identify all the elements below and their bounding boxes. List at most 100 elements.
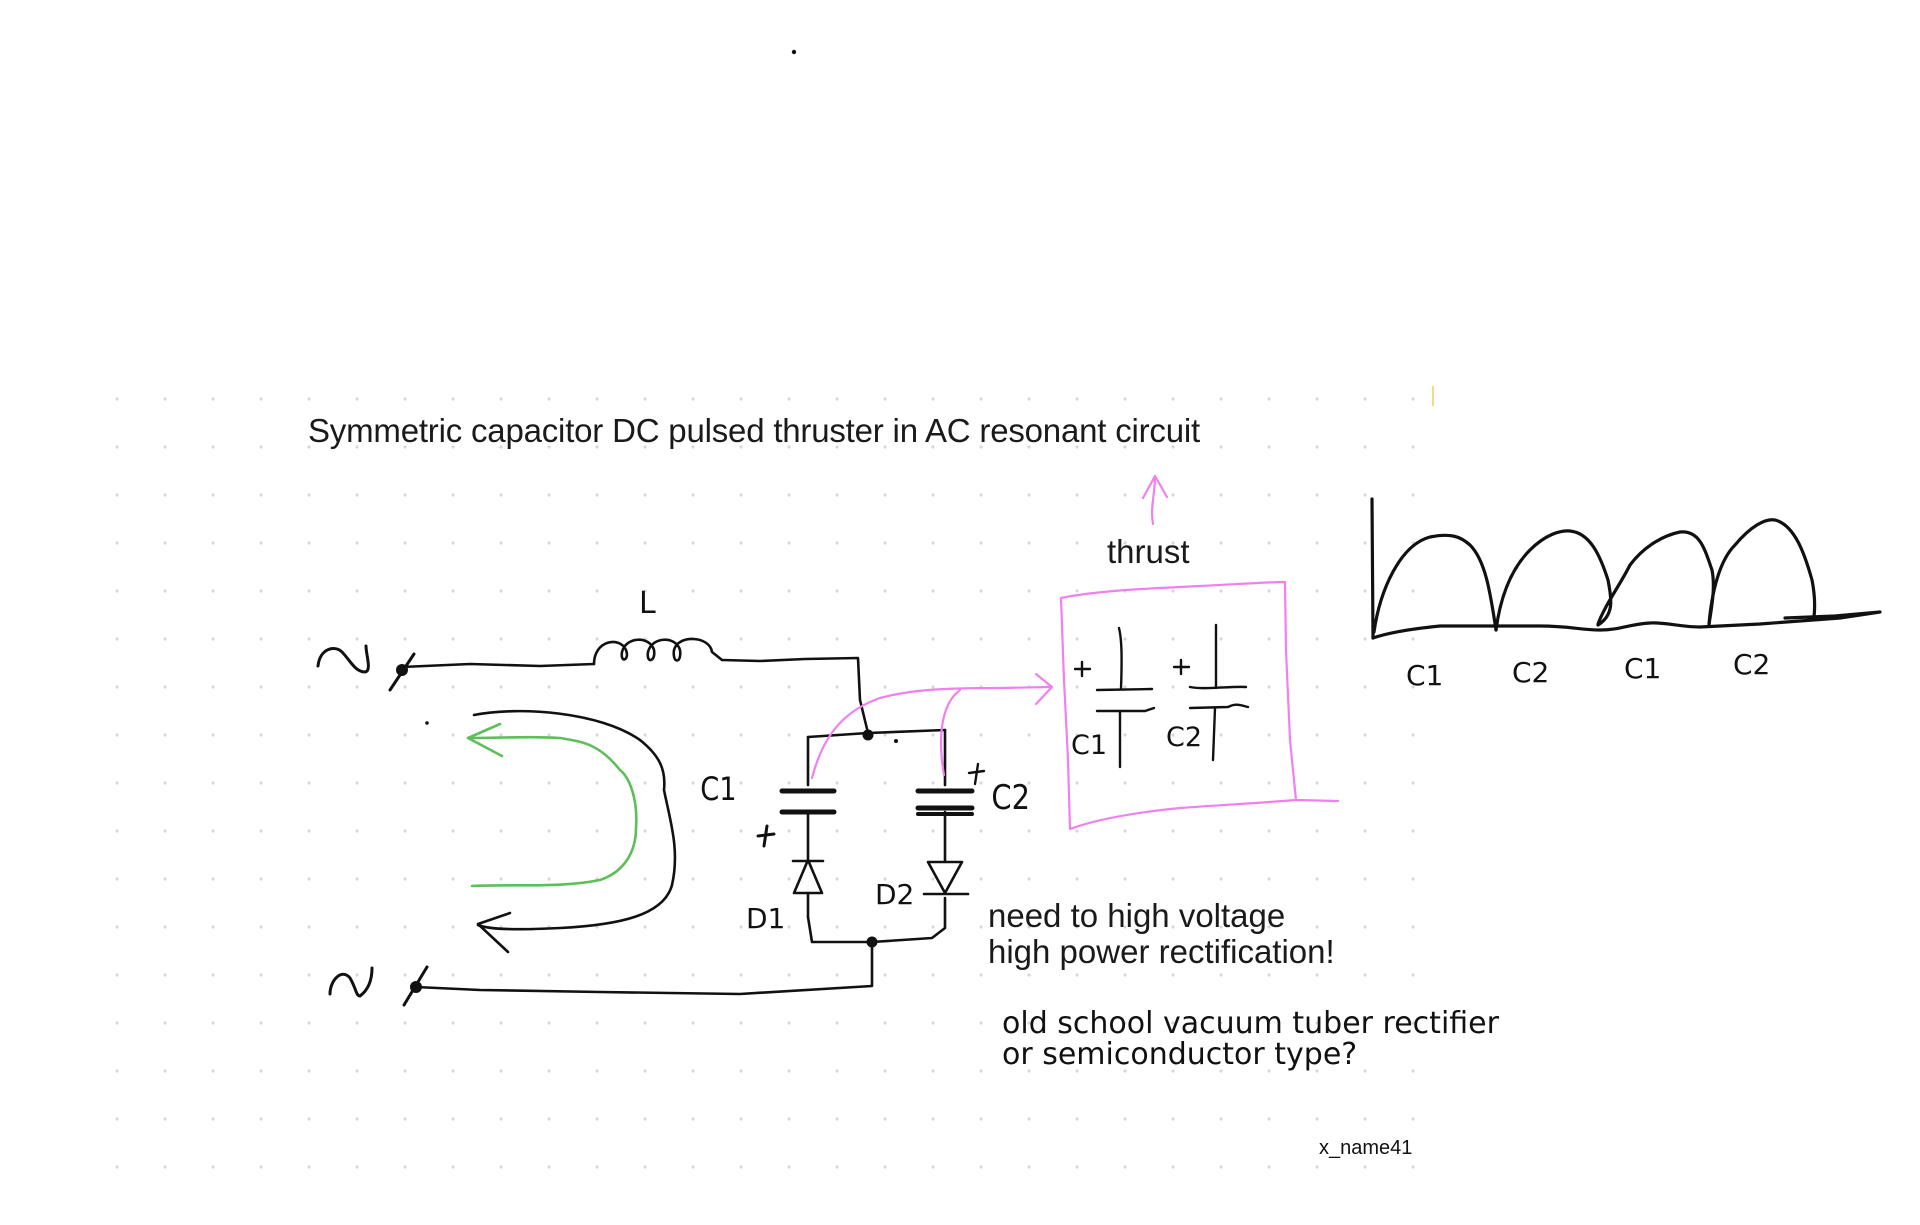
grid-dot [115,637,119,641]
stray-dot-2 [894,739,898,743]
grid-dot [307,541,311,545]
grid-dot [787,685,791,689]
grid-dot [931,493,935,497]
grid-dot [883,637,887,641]
grid-dot [1315,685,1319,689]
grid-dot [403,973,407,977]
grid-dot [403,589,407,593]
grid-dot [163,445,167,449]
grid-dot [1123,733,1127,737]
grid-dot [643,445,647,449]
grid-dot [787,445,791,449]
grid-dot [307,637,311,641]
grid-dot [499,829,503,833]
grid-dot [211,733,215,737]
grid-dot [403,829,407,833]
plus-sign-c2 [967,762,986,786]
grid-dot [307,397,311,401]
grid-dot [931,1165,935,1169]
grid-dot [1027,445,1031,449]
pink-flow-arrow-c1 [810,685,1052,780]
grid-dot [1267,445,1271,449]
grid-dot [1219,781,1223,785]
grid-dot [595,589,599,593]
grid-dot [211,445,215,449]
grid-dot [163,541,167,545]
grid-dot [739,1021,743,1025]
grid-dot [115,589,119,593]
grid-dot [787,493,791,497]
grid-dot [931,973,935,977]
grid-dot [451,589,455,593]
grid-dot [1411,445,1415,449]
grid-dot [1411,1021,1415,1025]
grid-dot [1123,1117,1127,1121]
grid-dot [1267,733,1271,737]
grid-dot [451,493,455,497]
grid-dot [691,397,695,401]
stray-dot-3 [425,721,429,725]
author-label: x_name41 [1319,1137,1413,1159]
grid-dot [451,637,455,641]
grid-dot [835,397,839,401]
grid-dot [835,1021,839,1025]
grid-dot [259,1117,263,1121]
grid-dot [259,541,263,545]
grid-dot [643,733,647,737]
grid-dot [787,781,791,785]
grid-dot [883,1021,887,1025]
grid-dot [979,925,983,929]
grid-dot [307,1165,311,1169]
grid-dot [1123,637,1127,641]
grid-dot [1315,925,1319,929]
junction-top [862,729,874,741]
grid-dot [835,973,839,977]
grid-dot [1411,493,1415,497]
grid-dot [643,973,647,977]
grid-dot [307,925,311,929]
grid-dot [259,781,263,785]
grid-dot [1411,637,1415,641]
grid-dot [451,685,455,689]
grid-dot [1267,541,1271,545]
grid-dot [1171,1069,1175,1073]
grid-dot [115,685,119,689]
grid-dot [595,1021,599,1025]
grid-dot [979,397,983,401]
current-loop-green-arrow [466,735,638,888]
grid-dot [883,397,887,401]
grid-dot [547,1165,551,1169]
grid-dot [211,1117,215,1121]
grid-dot [1267,637,1271,641]
grid-dot [451,1069,455,1073]
grid-dot [931,445,935,449]
grid-dot [1219,637,1223,641]
grid-dot [1315,541,1319,545]
grid-dot [451,877,455,881]
grid-dot [307,589,311,593]
grid-dot [115,397,119,401]
grid-dot [547,1117,551,1121]
grid-dot [163,589,167,593]
grid-dot [739,637,743,641]
waveform-pulse-c2 [1494,529,1613,632]
grid-dot [115,1069,119,1073]
grid-dot [211,637,215,641]
grid-dot [1219,397,1223,401]
grid-dot [307,877,311,881]
grid-dot [355,1069,359,1073]
grid-dot [1363,973,1367,977]
capacitor-c1 [779,788,837,815]
grid-dot [1123,685,1127,689]
rectification-note: need to high voltage high power rectific… [988,898,1335,970]
grid-dot [547,637,551,641]
grid-dot [1171,445,1175,449]
grid-dot [115,877,119,881]
diode-d2-label: D2 [875,878,915,911]
grid-dot [211,589,215,593]
grid-dot [787,1021,791,1025]
grid-dot [1075,1117,1079,1121]
grid-dot [979,541,983,545]
grid-dot [547,973,551,977]
